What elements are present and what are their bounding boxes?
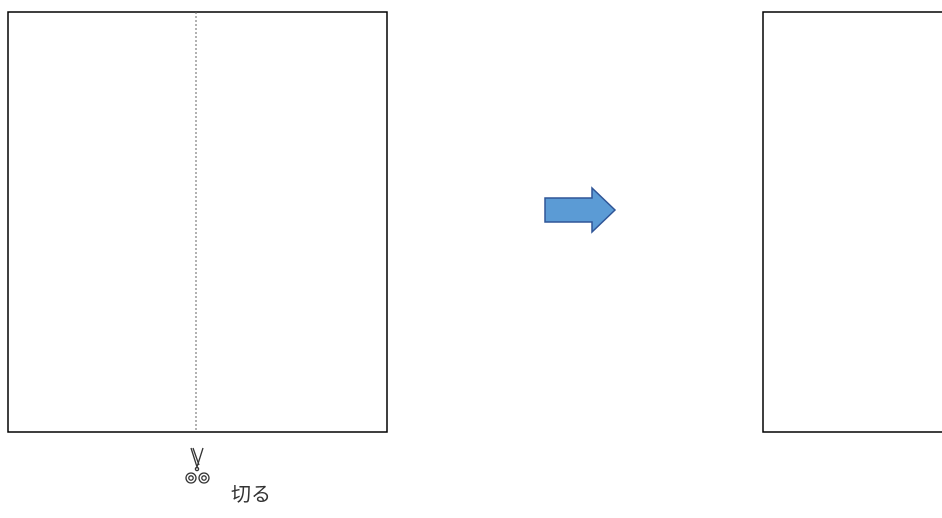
paper-sheet-left <box>7 11 388 433</box>
scissors-icon <box>185 447 210 484</box>
cut-label: 切る <box>231 482 271 506</box>
paper-sheet-right <box>762 11 942 433</box>
arrow-right-icon <box>544 186 617 234</box>
